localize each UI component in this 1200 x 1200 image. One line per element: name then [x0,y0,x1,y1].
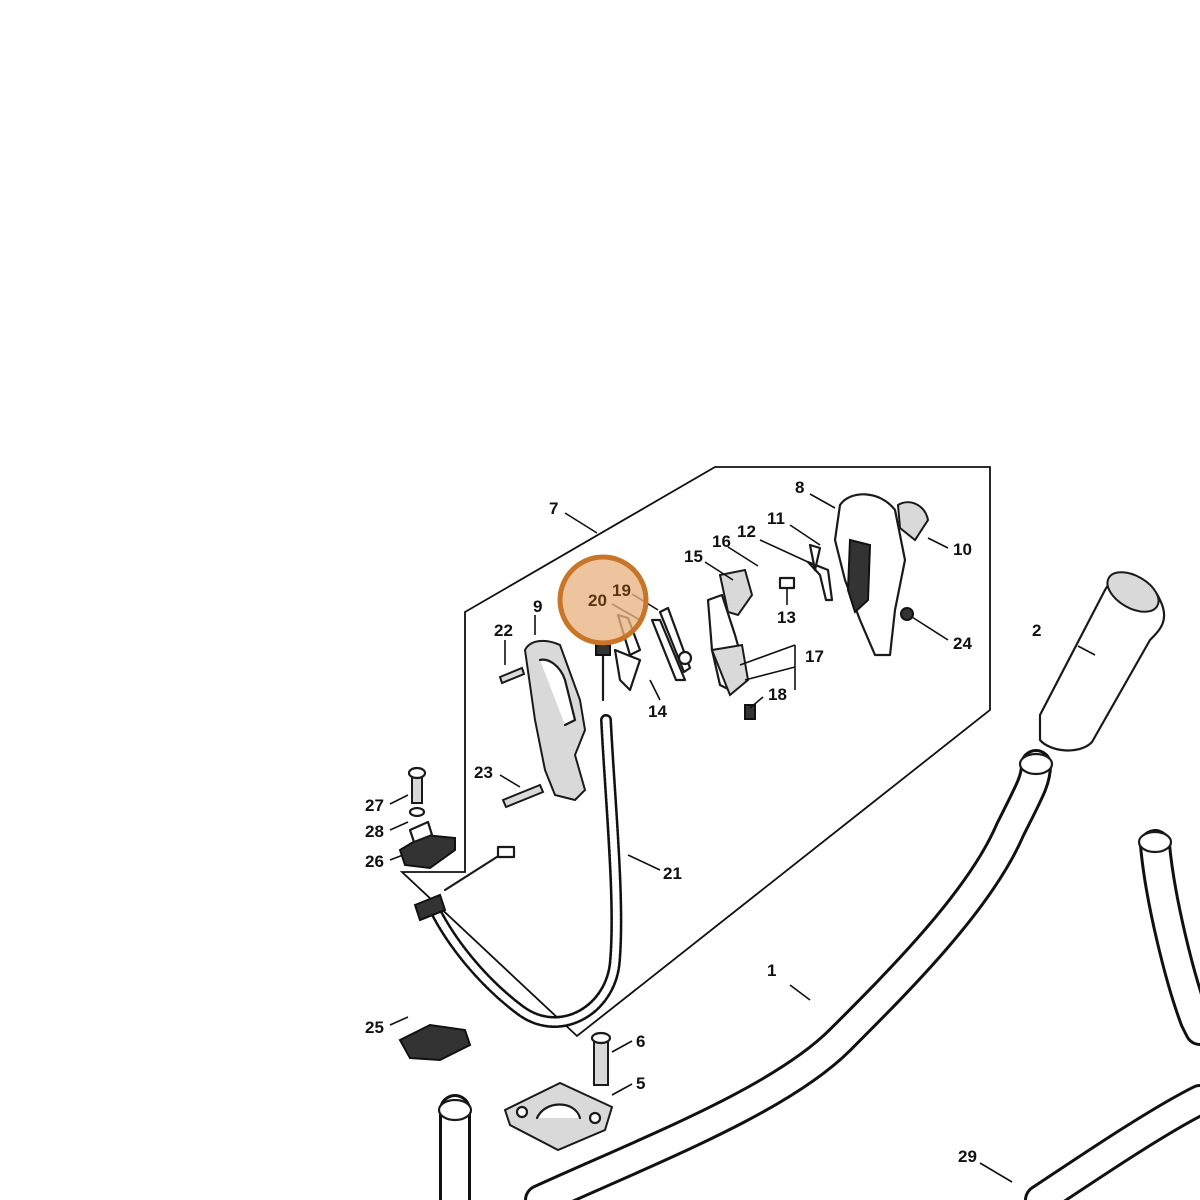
part-label-29: 29 [958,1147,977,1166]
part-label-15: 15 [684,547,703,566]
part-label-10: 10 [953,540,972,559]
part-label-27: 27 [365,796,384,815]
highlight-marker [557,554,649,646]
part-label-26: 26 [365,852,384,871]
part-label-13: 13 [777,608,796,627]
part-label-23: 23 [474,763,493,782]
clamp [503,1081,614,1152]
part-label-19: 19 [612,581,631,600]
clips [398,820,472,1062]
part-label-5: 5 [636,1074,645,1093]
handle-housing-right [833,493,907,657]
part-label-2: 2 [1032,621,1041,640]
part-label-24: 24 [953,634,972,653]
handle-housing [523,639,587,802]
part-label-28: 28 [365,822,384,841]
handlebar-tube-right [1024,829,1200,1200]
part-label-25: 25 [365,1018,384,1037]
part-label-12: 12 [737,522,756,541]
part-label-22: 22 [494,621,513,640]
part-label-16: 16 [712,532,731,551]
part-label-21: 21 [663,864,682,883]
throttle-cable [429,644,623,1028]
screws [407,666,545,818]
part-label-9: 9 [533,597,542,616]
part-label-1: 1 [767,961,776,980]
small-parts [613,501,930,720]
part-label-14: 14 [648,702,667,721]
part-label-11: 11 [767,509,785,528]
part-label-7: 7 [549,499,558,518]
part-label-20: 20 [588,591,607,610]
screw [590,1031,612,1086]
part-label-17: 17 [805,647,824,666]
assembly-frame [399,466,991,1038]
part-label-18: 18 [768,685,787,704]
grip [1038,571,1166,752]
part-labels: 7 8 9 10 11 12 13 14 15 16 17 18 19 20 2… [365,478,1041,1166]
part-label-8: 8 [795,478,804,497]
handlebar-tube [437,749,1054,1200]
part-label-6: 6 [636,1032,645,1051]
